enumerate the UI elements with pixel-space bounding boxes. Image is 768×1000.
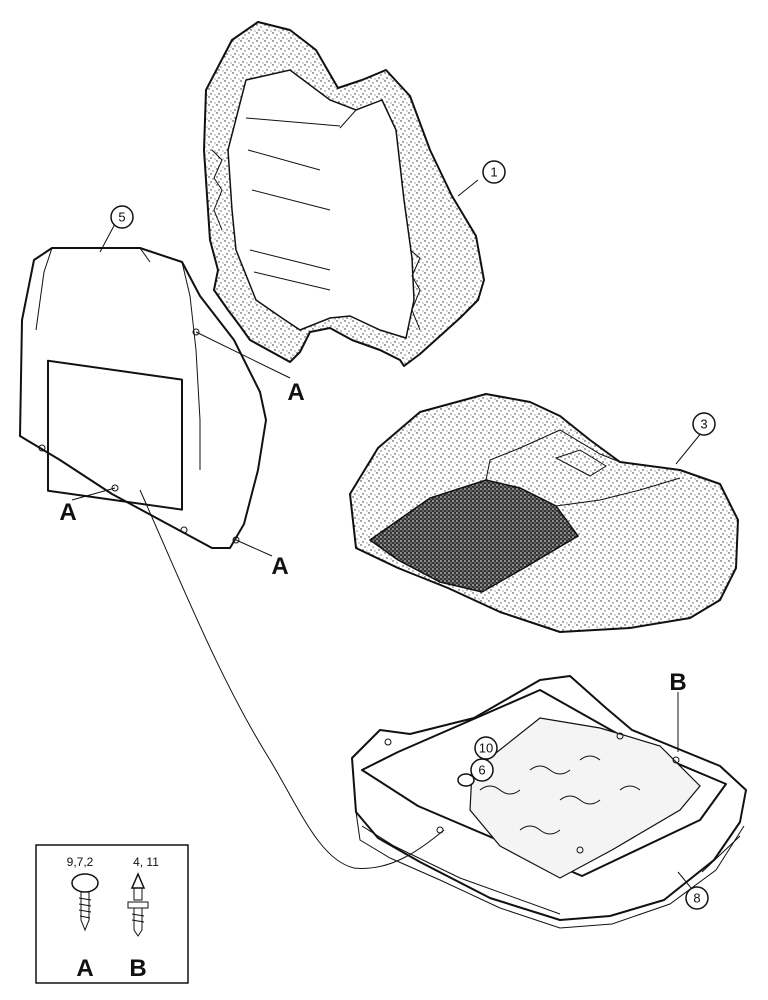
screw-icon — [71, 873, 99, 932]
screw-part-numbers: 9,7,2 — [67, 855, 94, 869]
svg-text:1: 1 — [490, 165, 497, 180]
callout-3: 3 — [692, 412, 716, 436]
svg-text:3: 3 — [700, 417, 707, 432]
legend-letter-a: A — [76, 955, 93, 982]
seat-pan-frame — [351, 675, 747, 929]
callout-10: 10 — [474, 736, 498, 760]
svg-text:6: 6 — [478, 763, 485, 778]
svg-text:10: 10 — [479, 741, 493, 756]
push-clip-icon — [127, 872, 149, 937]
svg-text:5: 5 — [118, 210, 125, 225]
svg-text:8: 8 — [693, 891, 700, 906]
callout-5: 5 — [110, 205, 134, 229]
seat-cushion — [349, 393, 739, 633]
legend-letter-b: B — [129, 955, 146, 982]
clip-part-numbers: 4, 11 — [133, 855, 159, 869]
grommet — [457, 773, 475, 787]
letter-a-top: A — [287, 379, 304, 406]
fastener-legend: 9,7,2 4, 11 A B — [35, 844, 189, 984]
letter-a-left: A — [59, 499, 76, 526]
letter-a-bottom: A — [271, 553, 288, 580]
letter-b-frame: B — [669, 669, 686, 696]
callout-6: 6 — [470, 758, 494, 782]
seat-back-shell — [19, 247, 267, 549]
callout-1: 1 — [482, 160, 506, 184]
seat-back-cushion — [203, 21, 485, 367]
callout-8: 8 — [685, 886, 709, 910]
